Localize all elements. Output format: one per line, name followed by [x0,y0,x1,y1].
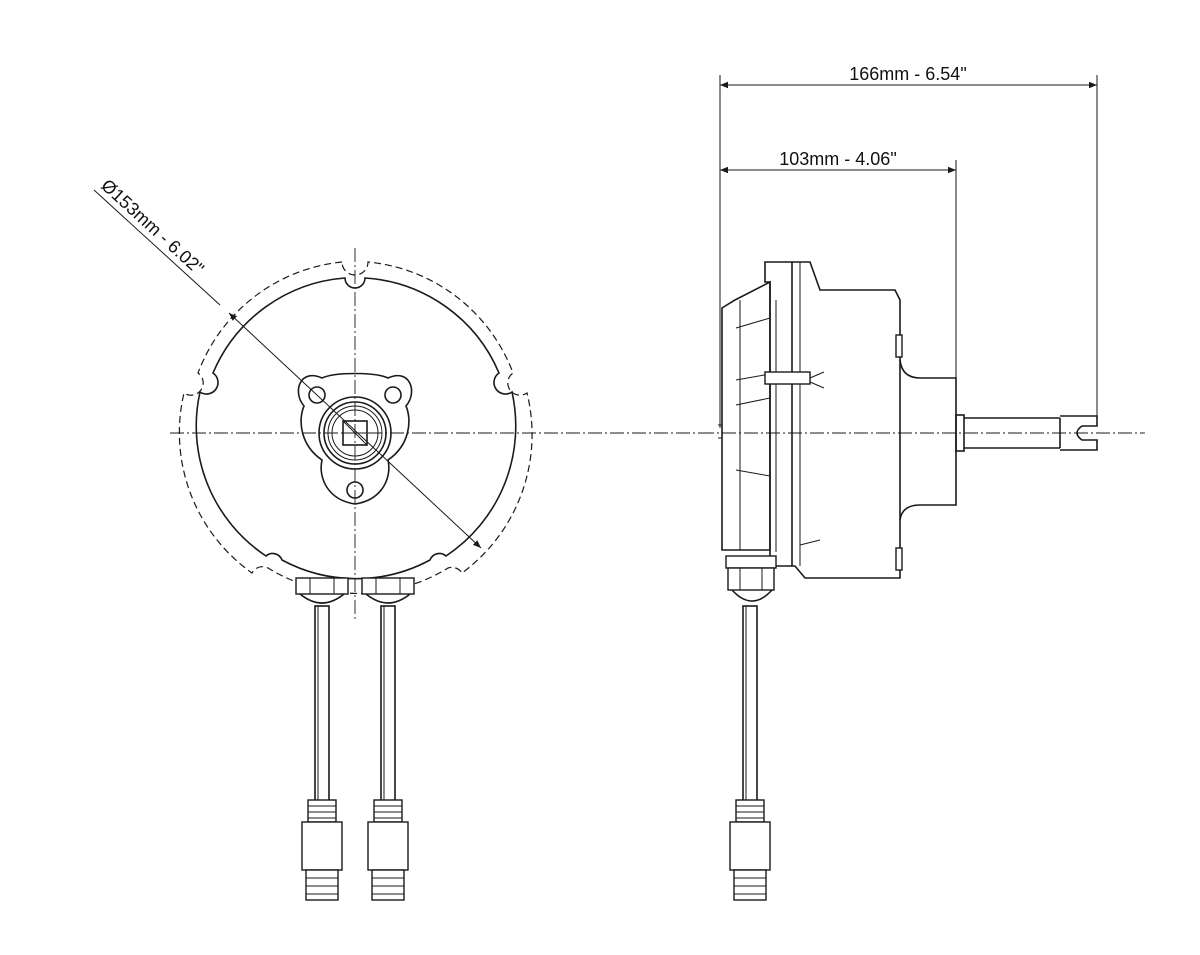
shaft-collar [955,414,965,452]
diameter-dimension-line [228,312,482,549]
overall-length-label: 166mm - 6.54" [849,64,966,84]
side-rib [764,371,811,385]
connector-right [367,799,409,901]
gland-left-nut [295,577,349,595]
diameter-label: Ø153mm - 6.02" [97,175,208,278]
housing-body-outline [195,277,517,580]
mounting-hole-right [384,386,402,404]
side-housing [764,261,901,579]
cable-gland-side [725,555,777,602]
gland-left-body [299,593,345,604]
connector-left [301,799,343,901]
gland-right-body [365,593,411,604]
body-length-label: 103mm - 4.06" [779,149,896,169]
connector-side [729,799,771,901]
rear-boss [899,359,957,521]
front-view: Ø153mm - 6.02" [93,175,700,901]
shaft-fork-end [1059,415,1098,451]
cable-right [380,605,396,807]
side-view: 166mm - 6.54" 103mm - 4.06" [700,64,1145,901]
cable-left [314,605,330,807]
cable-side [742,605,758,807]
diameter-leader [93,189,221,306]
side-flange-plate [721,280,771,551]
cable-glands-front [295,577,415,604]
gland-right-nut [361,577,415,595]
outer-flange-outline [178,261,533,595]
